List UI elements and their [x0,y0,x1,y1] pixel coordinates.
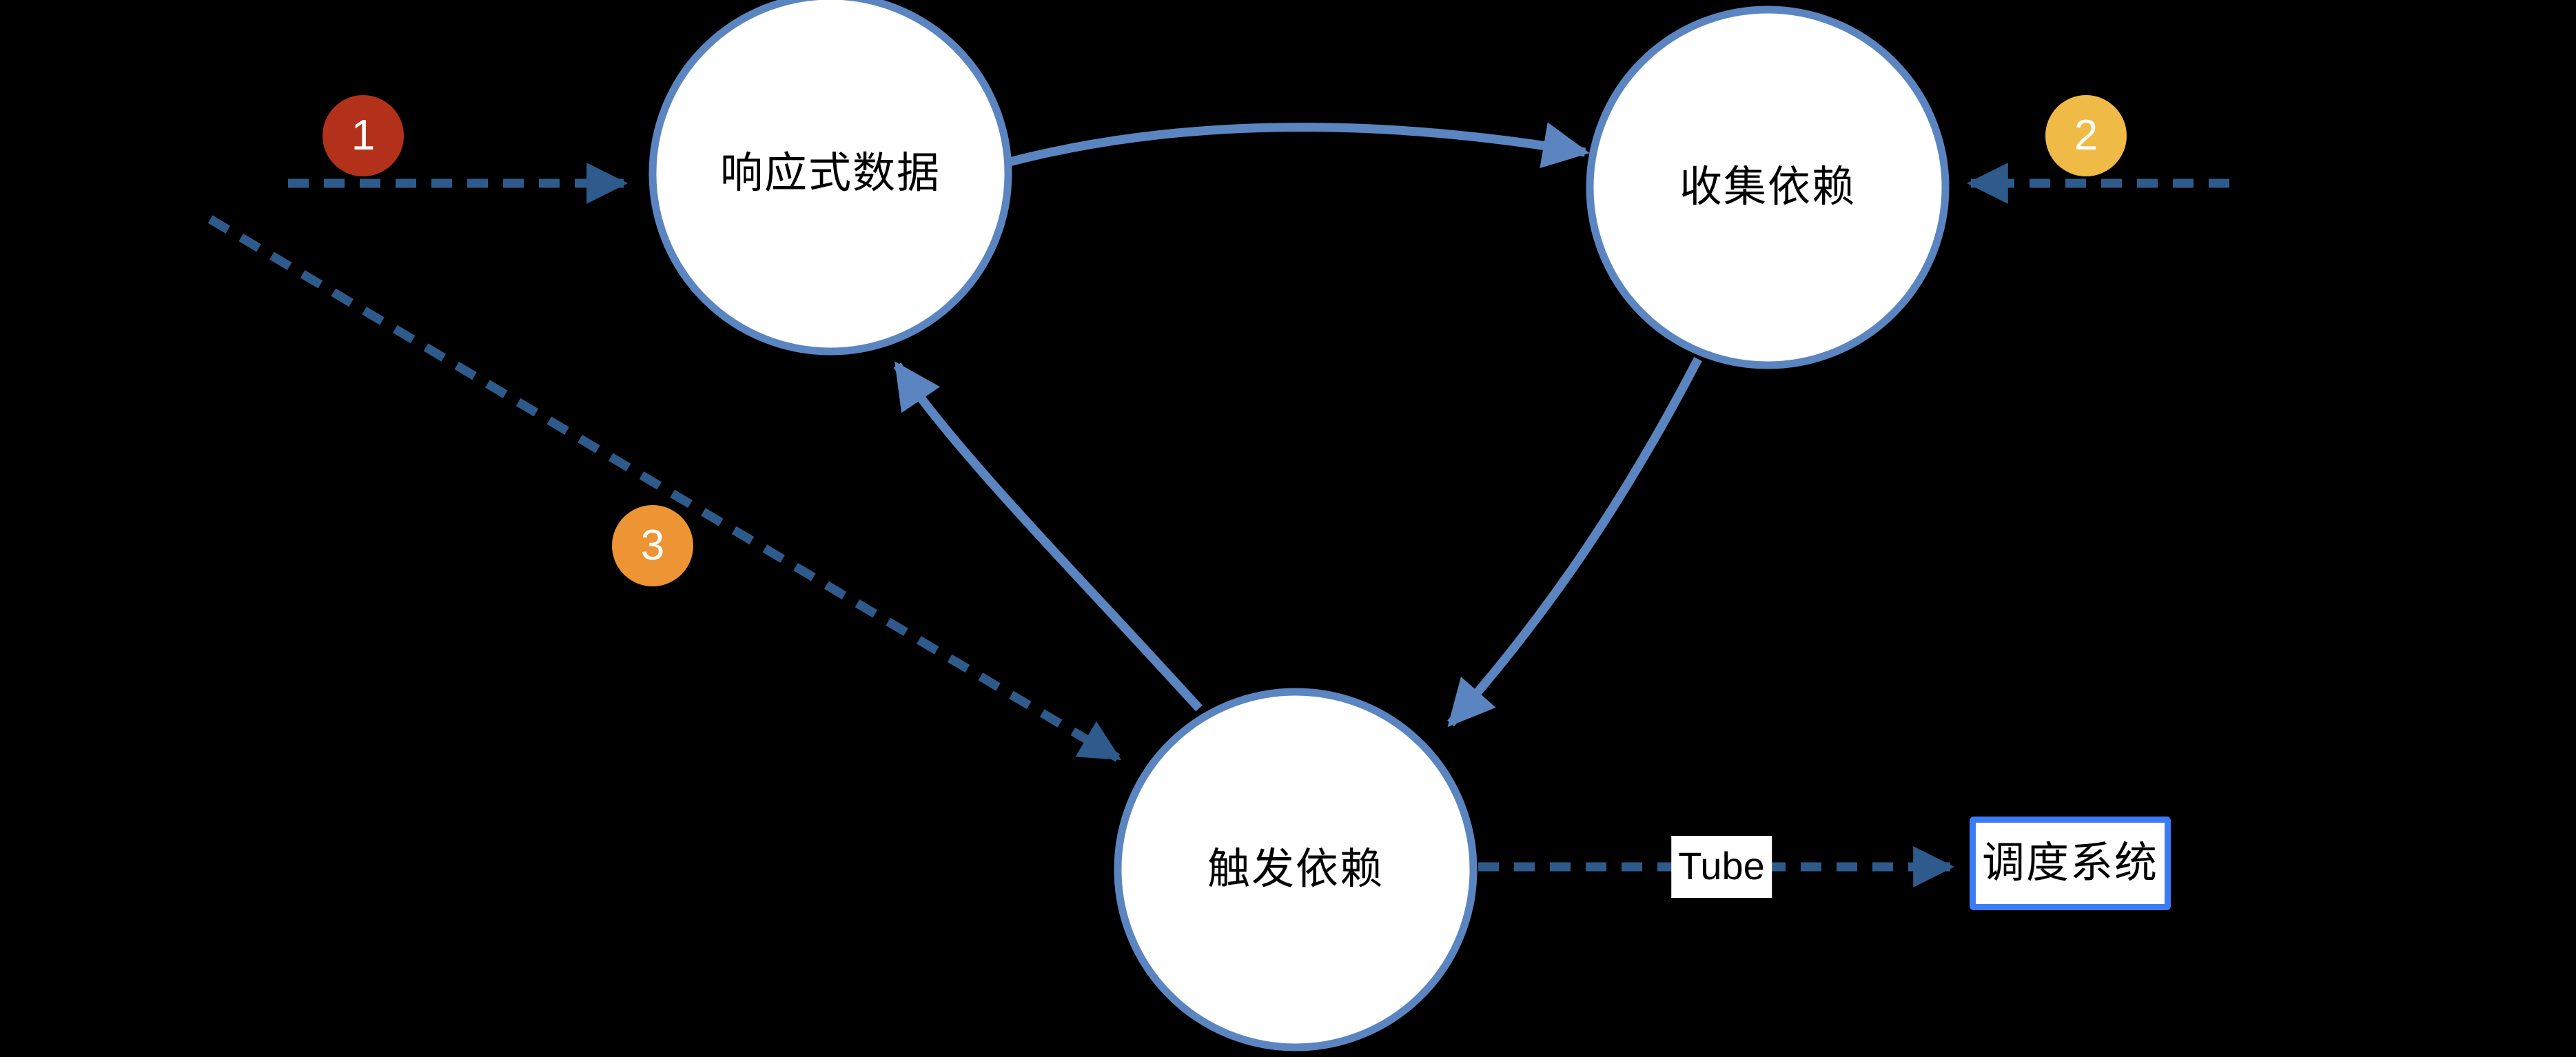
scheduler-box-label: 调度系统 [1981,839,2158,887]
step-badge-2-label: 2 [2074,112,2098,159]
edge-trigger-to-reactive [893,361,1203,712]
node-collect-dependency[interactable] [1586,6,1950,369]
scheduler-box[interactable]: 调度系统 [1970,817,2171,910]
edge-label-tube: Tube [1671,836,1772,898]
edge-collect-to-trigger [1447,357,1702,728]
node-trigger-dependency[interactable] [1114,688,1478,1051]
step-badge-3-label: 3 [640,522,665,569]
step-badge-1-label: 1 [351,112,376,159]
step-badge-3[interactable]: 3 [612,505,693,586]
step-badge-1[interactable]: 1 [323,95,404,176]
node-reactive-data[interactable] [648,0,1012,356]
edge-in-3-to-trigger [207,215,1122,762]
edge-reactive-to-collect [1005,122,1590,169]
step-badge-2[interactable]: 2 [2045,95,2127,176]
